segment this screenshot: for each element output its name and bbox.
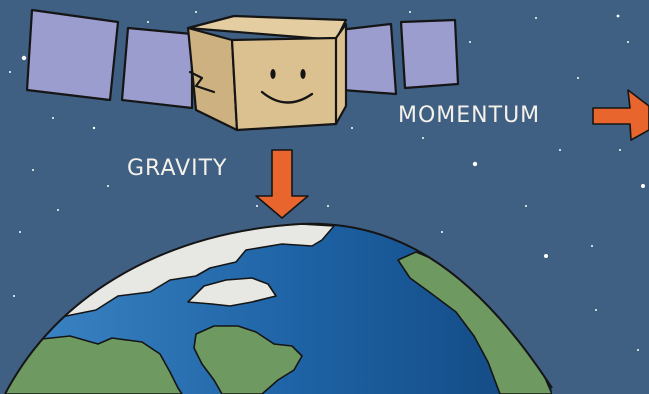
solar-panel <box>120 26 194 110</box>
star <box>637 349 639 351</box>
ice-island <box>187 277 277 307</box>
star <box>32 169 34 171</box>
solar-panel <box>399 18 460 90</box>
star <box>409 11 411 13</box>
star <box>577 77 579 79</box>
star <box>641 184 645 188</box>
earth-icon <box>4 222 553 394</box>
star <box>351 127 353 129</box>
panel-crack <box>188 70 216 94</box>
star <box>256 205 258 207</box>
star <box>595 309 597 311</box>
star <box>559 149 561 151</box>
star <box>195 11 197 13</box>
star <box>92 126 96 130</box>
satellite-smile <box>260 90 314 104</box>
momentum-arrow-icon <box>592 89 649 141</box>
star <box>327 205 329 207</box>
star <box>441 231 443 233</box>
gravity-arrow-icon <box>255 149 309 219</box>
solar-panel <box>25 8 120 102</box>
star <box>57 209 59 211</box>
star <box>627 41 629 43</box>
star <box>591 245 593 247</box>
star <box>52 117 54 119</box>
satellite-icon <box>25 8 460 132</box>
star <box>13 295 15 297</box>
star <box>619 149 621 151</box>
continent <box>193 325 303 394</box>
star <box>472 161 478 167</box>
solar-panel <box>337 22 398 96</box>
star <box>535 17 537 19</box>
star <box>525 205 527 207</box>
earth-outline <box>4 222 553 394</box>
star <box>19 231 21 233</box>
satellite-body-front <box>230 22 348 132</box>
gravity-label: GRAVITY <box>127 156 228 181</box>
star <box>544 254 548 258</box>
momentum-label: MOMENTUM <box>398 103 541 128</box>
star <box>107 185 109 187</box>
star <box>616 14 620 18</box>
star-field <box>9 11 645 351</box>
star <box>9 71 11 73</box>
star <box>147 21 149 23</box>
satellite-eye <box>300 69 306 79</box>
satellite-body-top <box>186 14 348 42</box>
satellite-eye <box>270 69 276 79</box>
star <box>21 55 27 61</box>
star <box>469 41 471 43</box>
star <box>422 137 424 139</box>
